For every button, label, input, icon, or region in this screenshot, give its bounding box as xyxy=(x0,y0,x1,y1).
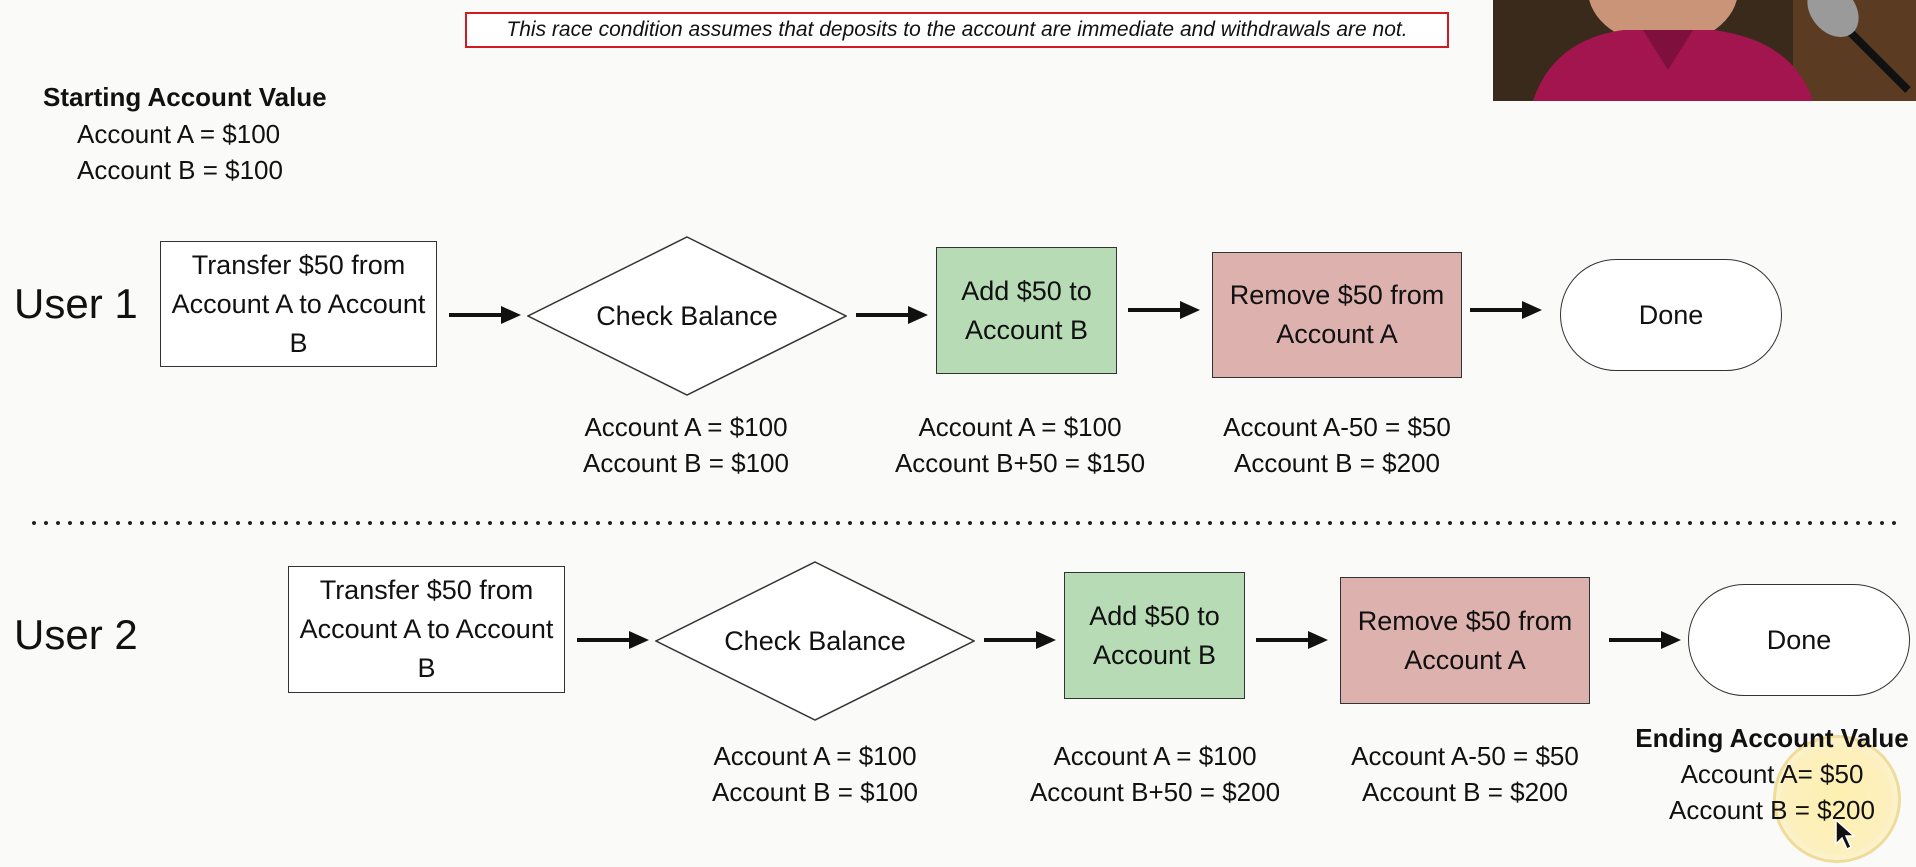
user1-add-caption-b: Account B+50 = $150 xyxy=(894,448,1146,478)
user2-check-caption: Account A = $100 Account B = $100 xyxy=(685,738,945,810)
user2-add-text: Add $50 to Account B xyxy=(1089,600,1220,670)
ending-account-b: Account B = $200 xyxy=(1669,795,1875,825)
dotted-divider xyxy=(28,521,1896,525)
mouse-cursor-icon xyxy=(1835,818,1856,851)
user2-remove-caption-a: Account A-50 = $50 xyxy=(1351,741,1579,771)
user2-remove-box: Remove $50 from Account A xyxy=(1340,577,1590,704)
user1-arrow-2 xyxy=(856,306,928,324)
user1-arrow-4 xyxy=(1470,301,1542,319)
user1-remove-box: Remove $50 from Account A xyxy=(1212,252,1462,378)
starting-value-title: Starting Account Value xyxy=(43,82,327,112)
user1-check-balance-diamond: Check Balance xyxy=(527,236,847,396)
presenter-image xyxy=(1493,0,1916,101)
user2-transfer-box: Transfer $50 from Account A to Account B xyxy=(288,566,565,693)
user1-done-text: Done xyxy=(1638,299,1704,330)
user1-remove-caption: Account A-50 = $50 Account B = $200 xyxy=(1197,409,1477,481)
user1-remove-caption-a: Account A-50 = $50 xyxy=(1223,412,1451,442)
user2-add-box: Add $50 to Account B xyxy=(1064,572,1245,699)
user2-arrow-1 xyxy=(577,631,649,649)
user1-add-caption: Account A = $100 Account B+50 = $150 xyxy=(880,409,1160,481)
user1-label: User 1 xyxy=(14,280,138,327)
ending-value-block: Ending Account Value Account A= $50 Acco… xyxy=(1628,720,1916,828)
user1-arrow-3 xyxy=(1128,301,1200,319)
user2-remove-caption: Account A-50 = $50 Account B = $200 xyxy=(1325,738,1605,810)
user2-remove-text: Remove $50 from Account A xyxy=(1357,605,1573,675)
user1-arrow-1 xyxy=(449,306,521,324)
user2-label: User 2 xyxy=(14,611,138,658)
user1-transfer-box: Transfer $50 from Account A to Account B xyxy=(160,241,437,367)
user1-add-box: Add $50 to Account B xyxy=(936,247,1117,374)
ending-account-a: Account A= $50 xyxy=(1680,759,1864,789)
user2-check-balance-diamond: Check Balance xyxy=(655,561,975,721)
note-text: This race condition assumes that deposit… xyxy=(506,18,1408,41)
user2-remove-caption-b: Account B = $200 xyxy=(1362,777,1568,807)
user1-check-caption-b: Account B = $100 xyxy=(583,448,789,478)
user1-remove-caption-b: Account B = $200 xyxy=(1234,448,1440,478)
user1-add-caption-a: Account A = $100 xyxy=(918,412,1122,442)
starting-account-b: Account B = $100 xyxy=(77,155,283,185)
user2-arrow-3 xyxy=(1256,631,1328,649)
user1-transfer-text: Transfer $50 from Account A to Account B xyxy=(171,249,426,358)
user1-check-caption-a: Account A = $100 xyxy=(584,412,788,442)
user2-check-balance-text: Check Balance xyxy=(724,625,906,656)
user2-add-caption: Account A = $100 Account B+50 = $200 xyxy=(1005,738,1305,810)
user2-arrow-2 xyxy=(984,631,1056,649)
user2-add-caption-a: Account A = $100 xyxy=(1053,741,1257,771)
presenter-video-overlay xyxy=(1493,0,1916,101)
user2-transfer-text: Transfer $50 from Account A to Account B xyxy=(299,575,554,683)
user2-done-terminal: Done xyxy=(1688,584,1910,696)
starting-account-a: Account A = $100 xyxy=(77,119,281,149)
ending-value-title: Ending Account Value xyxy=(1635,723,1909,753)
race-condition-note: This race condition assumes that deposit… xyxy=(465,12,1449,48)
user2-check-caption-a: Account A = $100 xyxy=(713,741,917,771)
user1-done-terminal: Done xyxy=(1560,259,1782,371)
user2-done-text: Done xyxy=(1766,624,1832,655)
user1-remove-text: Remove $50 from Account A xyxy=(1229,280,1445,349)
user1-add-text: Add $50 to Account B xyxy=(961,275,1092,345)
user2-arrow-4 xyxy=(1609,631,1681,649)
user1-check-caption: Account A = $100 Account B = $100 xyxy=(556,409,816,481)
user2-check-caption-b: Account B = $100 xyxy=(712,777,918,807)
user2-add-caption-b: Account B+50 = $200 xyxy=(1029,777,1281,807)
user1-check-balance-text: Check Balance xyxy=(596,300,778,331)
